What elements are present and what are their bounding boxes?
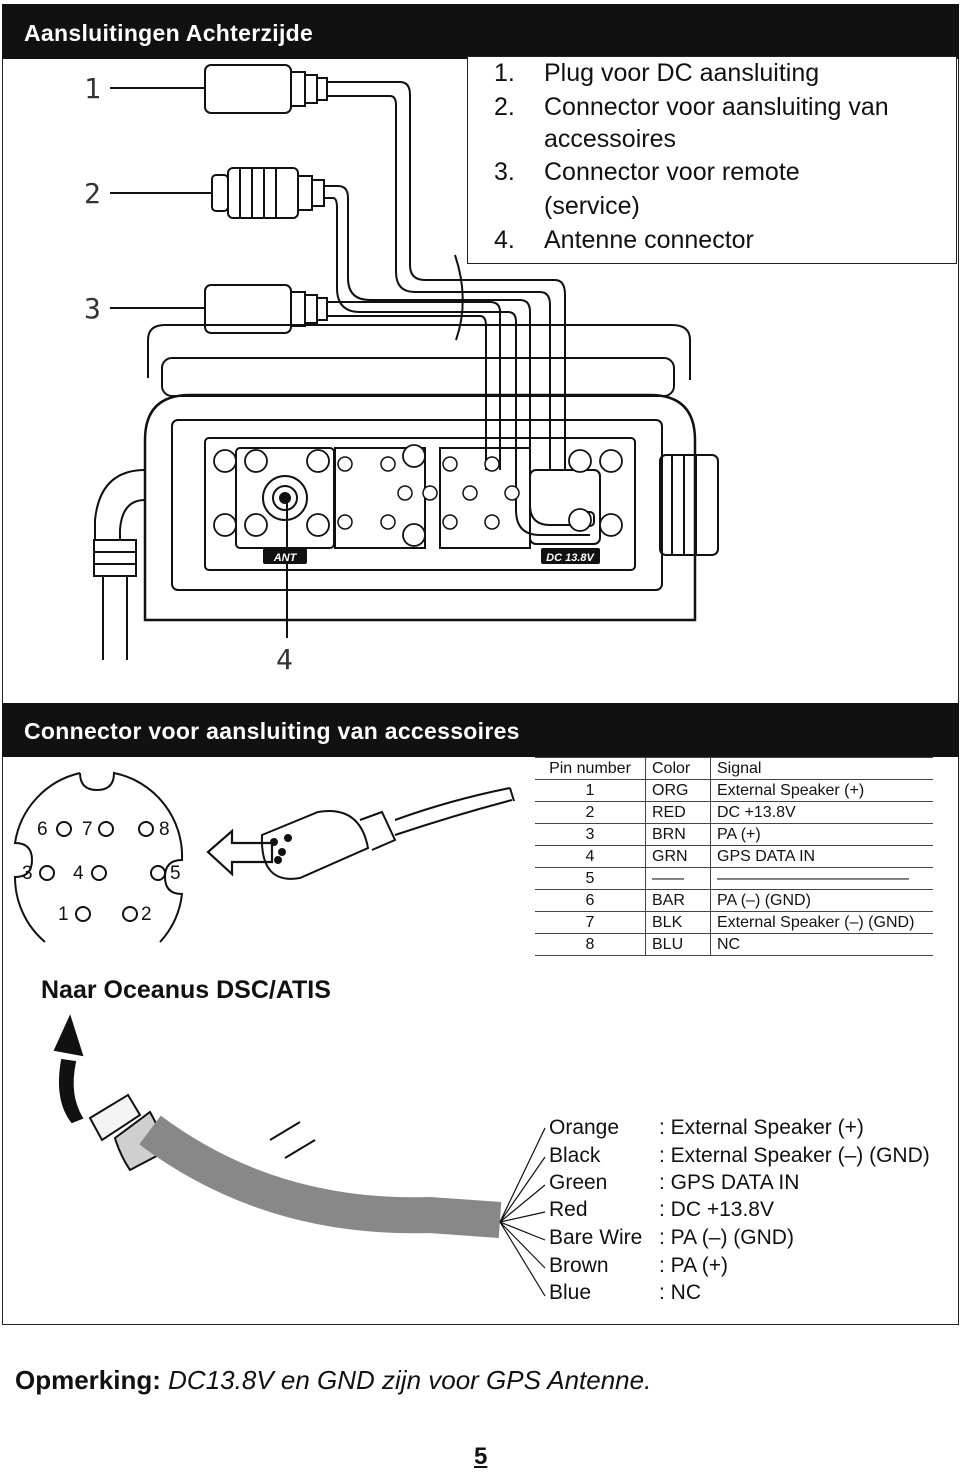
legend-item: 1.Plug voor DC aansluiting bbox=[494, 59, 820, 87]
dc-label: DC 13.8V bbox=[546, 552, 595, 564]
pin-label: 1 bbox=[58, 904, 69, 925]
note-label: Opmerking: bbox=[15, 1365, 161, 1395]
rear-connections-title: Aansluitingen Achterzijde bbox=[2, 4, 959, 59]
header-cell: Pin number bbox=[535, 757, 646, 780]
pin-label: 8 bbox=[159, 819, 170, 840]
table-row: 5—————————————— bbox=[535, 867, 933, 890]
wire-item: Bare Wire: PA (–) (GND) bbox=[549, 1226, 794, 1249]
accessory-connector-illustration bbox=[13, 771, 546, 1297]
legend-item: accessoires bbox=[544, 125, 676, 153]
wire-item: Red: DC +13.8V bbox=[549, 1198, 774, 1221]
callout-1: 1 bbox=[84, 72, 101, 105]
legend-item: 2.Connector voor aansluiting van bbox=[494, 93, 889, 121]
header-cell: Color bbox=[645, 757, 711, 780]
callout-3: 3 bbox=[84, 292, 101, 325]
legend-item: (service) bbox=[544, 192, 640, 220]
wire-item: Orange: External Speaker (+) bbox=[549, 1116, 864, 1139]
wire-item: Black: External Speaker (–) (GND) bbox=[549, 1144, 930, 1167]
oceanus-subtitle: Naar Oceanus DSC/ATIS bbox=[41, 976, 331, 1004]
wire-item: Blue: NC bbox=[549, 1281, 701, 1304]
legend-item: 3.Connector voor remote bbox=[494, 158, 800, 186]
wire-color-list: Orange: External Speaker (+) Black: Exte… bbox=[549, 1116, 957, 1316]
ant-label: ANT bbox=[273, 552, 298, 564]
rear-panel-illustration: ANT DC 13.8V bbox=[93, 64, 719, 660]
note: Opmerking: DC13.8V en GND zijn voor GPS … bbox=[15, 1365, 651, 1396]
pin-label: 3 bbox=[22, 863, 33, 884]
wire-item: Green: GPS DATA IN bbox=[549, 1171, 800, 1194]
callout-2: 2 bbox=[84, 177, 101, 210]
pin-label: 5 bbox=[170, 863, 181, 884]
pin-label: 4 bbox=[73, 863, 84, 884]
pin-label: 6 bbox=[37, 819, 48, 840]
rear-connections-legend: 1.Plug voor DC aansluiting 2.Connector v… bbox=[467, 56, 957, 264]
page-number: 5 bbox=[474, 1443, 488, 1470]
legend-item: 4.Antenne connector bbox=[494, 226, 754, 254]
accessory-connector-title: Connector voor aansluiting van accessoir… bbox=[2, 703, 959, 757]
header-cell: Signal bbox=[710, 757, 933, 780]
wire-item: Brown: PA (+) bbox=[549, 1254, 729, 1277]
note-text: DC13.8V en GND zijn voor GPS Antenne. bbox=[168, 1365, 652, 1395]
pin-label: 7 bbox=[82, 819, 93, 840]
pin-label: 2 bbox=[141, 904, 152, 925]
callout-4: 4 bbox=[276, 643, 293, 676]
table-header-row: Pin number Color Signal bbox=[535, 757, 933, 780]
